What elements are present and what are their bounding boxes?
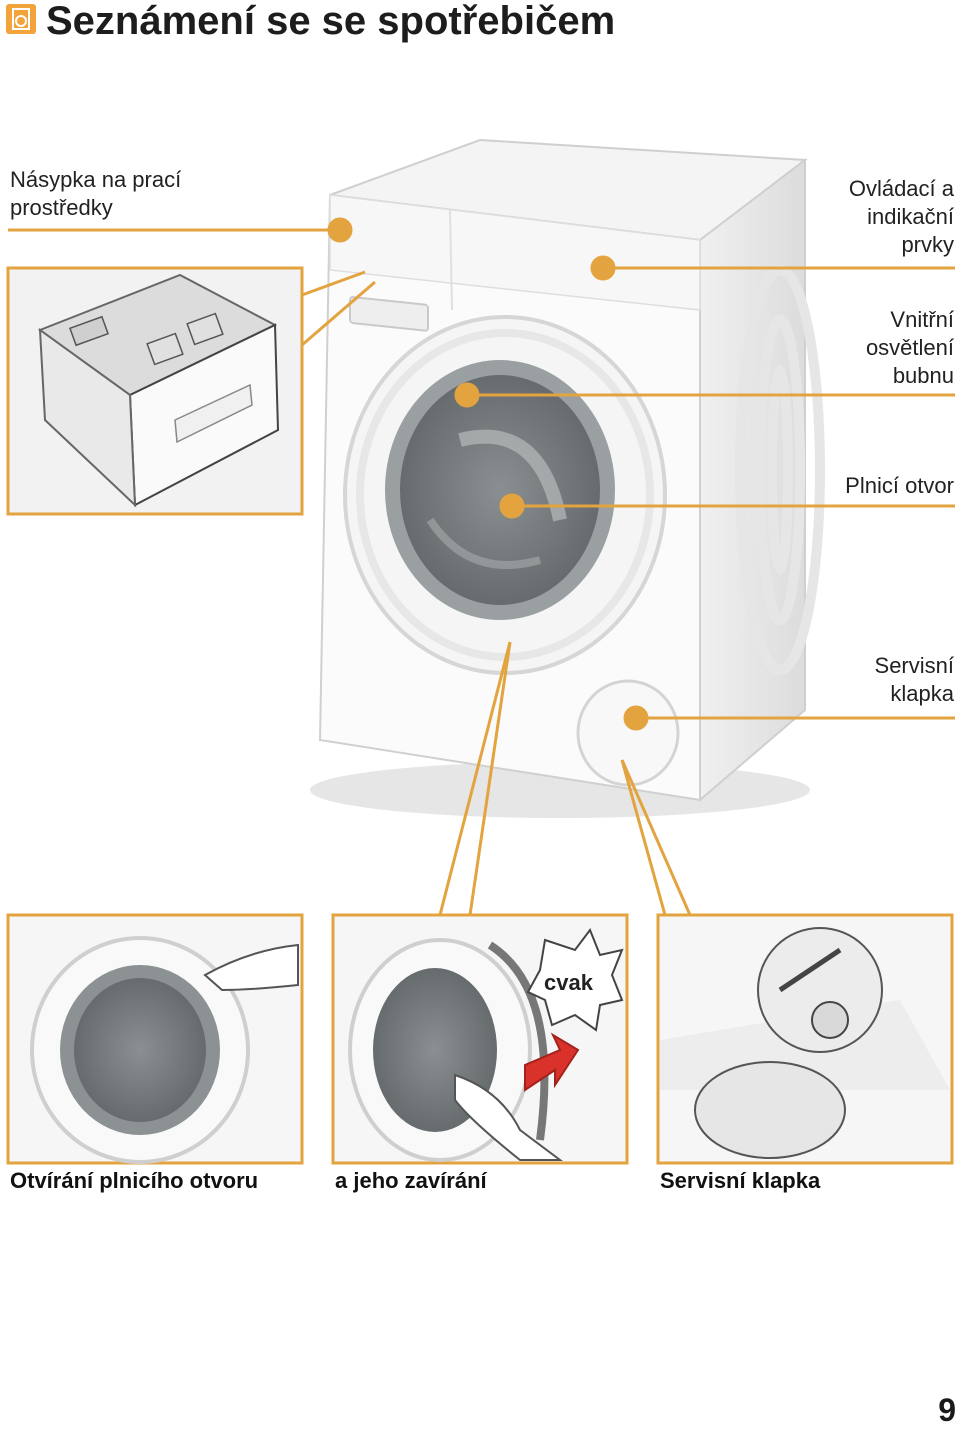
panel-closing: [331, 913, 629, 1165]
panel-opening: [6, 913, 304, 1165]
panel-service-flap: [656, 913, 954, 1165]
callout-detergent-drawer: Násypka na prací prostředky: [10, 166, 181, 222]
washing-machine-icon: [6, 4, 36, 34]
sound-label: cvak: [544, 970, 593, 995]
callout-drum-light: Vnitřní osvětlení bubnu: [866, 306, 954, 390]
callout-controls: Ovládací a indikační prvky: [849, 175, 954, 259]
callout-line: indikační: [867, 204, 954, 229]
callout-line: bubnu: [892, 363, 954, 388]
caption-service-flap: Servisní klapka: [660, 1168, 821, 1193]
callout-line: klapka: [890, 681, 954, 706]
callout-loading-door: Plnicí otvor: [845, 473, 954, 498]
callout-line: Vnitřní: [890, 307, 954, 332]
caption-closing: a jeho zavírání: [335, 1168, 487, 1193]
callout-line: Násypka na prací: [10, 167, 182, 192]
callout-line: prostředky: [10, 195, 113, 220]
callout-line: osvětlení: [865, 335, 954, 360]
washing-machine: [310, 138, 825, 818]
caption-opening: Otvírání plnicího otvoru: [10, 1168, 259, 1193]
callout-service-flap: Servisní klapka: [875, 652, 954, 708]
callout-line: prvky: [901, 232, 954, 257]
page-number: 9: [938, 1392, 956, 1428]
page-title: Seznámení se se spotřebičem: [46, 0, 616, 43]
callout-line: Ovládací a: [848, 176, 954, 201]
detergent-drawer-inset: [6, 266, 376, 516]
callout-lines: [8, 217, 955, 916]
callout-line: Servisní: [874, 653, 954, 678]
